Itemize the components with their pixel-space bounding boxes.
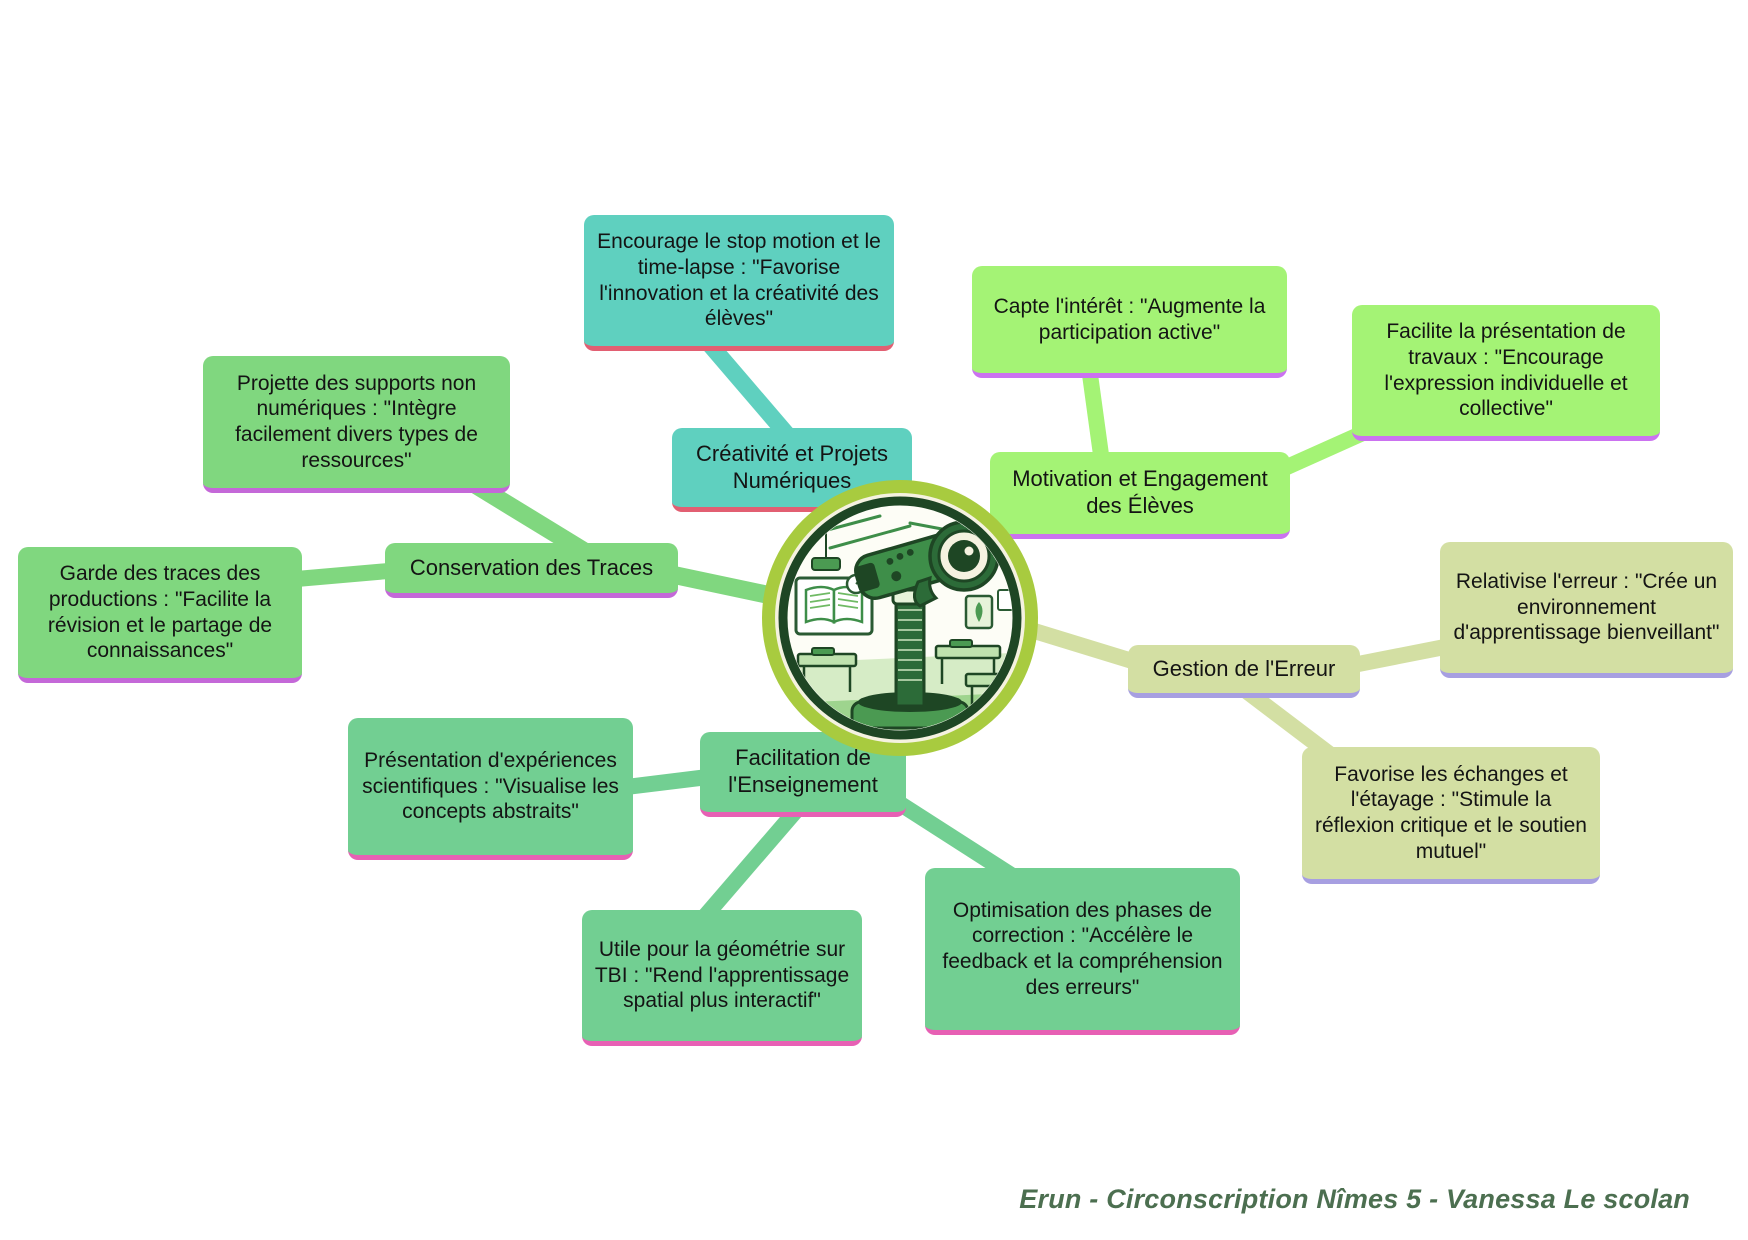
node-text: Relativise l'erreur : "Crée un environne… [1453,570,1720,645]
node-text: Gestion de l'Erreur [1152,655,1336,681]
node-projette-supports: Projette des supports non numériques : "… [203,356,510,493]
node-capte-interet: Capte l'intérêt : "Augmente la participa… [972,266,1287,378]
node-encourage-stop-motion: Encourage le stop motion et le time-laps… [584,215,894,351]
connector-line [617,768,717,796]
credit-text: Erun - Circonscription Nîmes 5 - Vanessa… [1019,1184,1690,1214]
node-text: Présentation d'expériences scientifiques… [362,749,619,824]
node-creativite-projets-numeriques: Créativité et Projets Numériques [672,428,912,512]
node-text: Motivation et Engagement des Élèves [1012,466,1268,518]
connector-line [284,562,401,588]
node-text: Garde des traces des productions : "Faci… [47,562,273,663]
node-conservation-traces: Conservation des Traces [385,543,678,598]
node-text: Conservation des Traces [409,554,654,580]
node-text: Favorise les échanges et l'étayage : "St… [1315,762,1587,863]
node-text: Facilitation de l'Enseignement [728,745,878,797]
node-favorise-echanges: Favorise les échanges et l'étayage : "St… [1302,747,1600,884]
node-text: Optimisation des phases de correction : … [942,898,1223,999]
node-text: Encourage le stop motion et le time-laps… [597,230,881,331]
node-optimisation-correction: Optimisation des phases de correction : … [925,868,1240,1035]
node-text: Projette des supports non numériques : "… [235,371,478,472]
node-text: Utile pour la géométrie sur TBI : "Rend … [594,938,850,1013]
node-gestion-erreur: Gestion de l'Erreur [1128,645,1360,698]
node-facilite-presentation-travaux: Facilite la présentation de travaux : "E… [1352,305,1660,441]
visualiseur-classroom-icon [762,480,1038,756]
node-motivation-engagement: Motivation et Engagement des Élèves [990,452,1290,539]
node-utile-geometrie-tbi: Utile pour la géométrie sur TBI : "Rend … [582,910,862,1046]
node-presentation-experiences: Présentation d'expériences scientifiques… [348,718,633,860]
connector-line [693,800,807,928]
node-text: Facilite la présentation de travaux : "E… [1384,320,1628,421]
node-garde-traces-productions: Garde des traces des productions : "Faci… [18,547,302,683]
node-relativise-erreur: Relativise l'erreur : "Crée un environne… [1440,542,1733,678]
node-text: Capte l'intérêt : "Augmente la participa… [993,294,1266,344]
node-text: Créativité et Projets Numériques [696,440,888,493]
connector-line [883,789,1027,889]
